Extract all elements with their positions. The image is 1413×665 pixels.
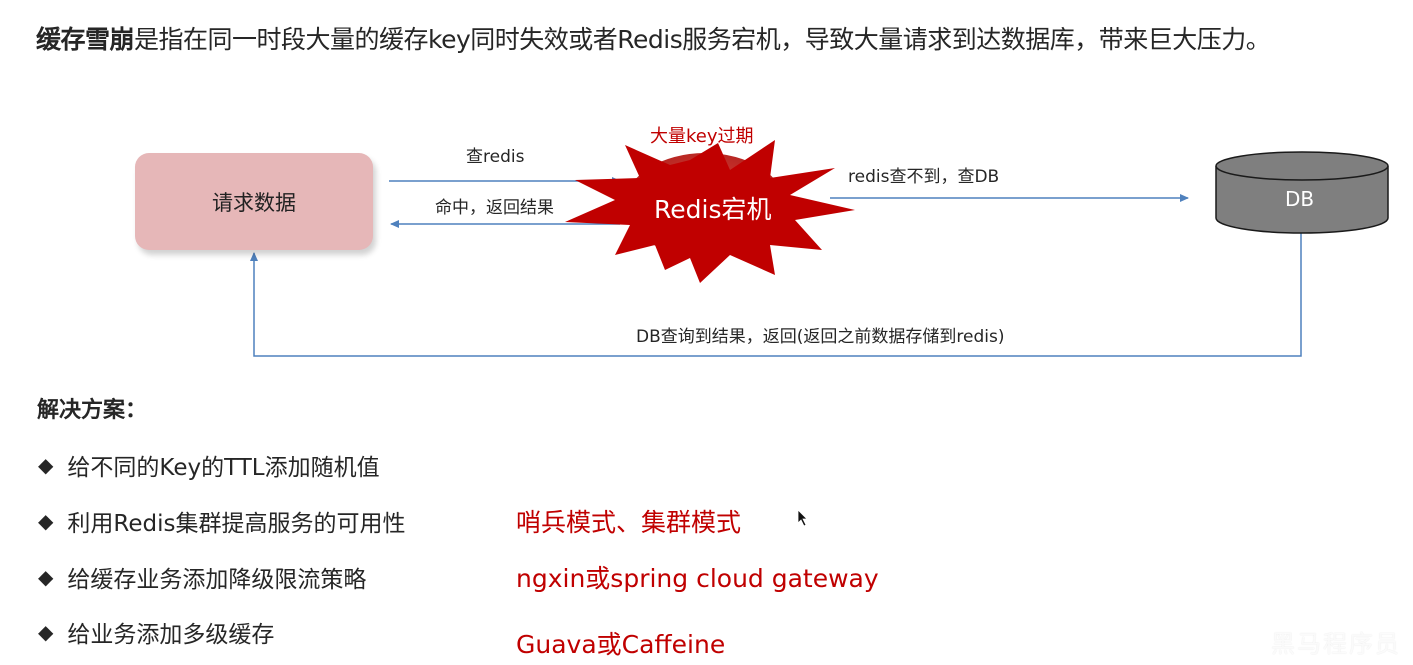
- hit-return-label: 命中，返回结果: [435, 198, 554, 218]
- db-label: DB: [1285, 187, 1315, 211]
- mouse-cursor-icon: [797, 509, 808, 527]
- headline-term: 缓存雪崩: [36, 25, 135, 54]
- solution-note: 哨兵模式、集群模式: [516, 508, 742, 537]
- solution-note: Guava或Caffeine: [516, 630, 726, 659]
- diamond-bullet-icon: ◆: [38, 453, 54, 477]
- redis-down-label: Redis宕机: [654, 195, 772, 224]
- solution-text: 给缓存业务添加降级限流策略: [67, 567, 367, 593]
- diamond-bullet-icon: ◆: [38, 509, 54, 533]
- headline-definition: 是指在同一时段大量的缓存key同时失效或者Redis服务宕机，导致大量请求到达数…: [134, 25, 1271, 54]
- request-data-label: 请求数据: [212, 190, 296, 215]
- solution-note: ngxin或spring cloud gateway: [516, 564, 879, 593]
- arrow-db-return: [250, 232, 1302, 357]
- solution-item: ◆ 给业务添加多级缓存: [38, 615, 274, 649]
- keys-expired-caption: 大量key过期: [650, 126, 754, 147]
- solution-text: 给业务添加多级缓存: [67, 622, 275, 648]
- query-redis-label: 查redis: [466, 147, 525, 167]
- solution-item: ◆ 利用Redis集群提高服务的可用性: [38, 504, 405, 538]
- watermark: 黑马程序员: [1271, 630, 1401, 658]
- query-db-label: redis查不到，查DB: [848, 167, 1000, 187]
- solution-text: 利用Redis集群提高服务的可用性: [67, 511, 406, 537]
- crash-starburst-icon: [565, 140, 855, 283]
- solution-item: ◆ 给缓存业务添加降级限流策略: [38, 560, 366, 594]
- request-data-box: 请求数据: [135, 153, 373, 250]
- db-return-label: DB查询到结果，返回(返回之前数据存储到redis): [636, 327, 1005, 347]
- diamond-bullet-icon: ◆: [38, 565, 54, 589]
- solutions-title: 解决方案：: [37, 398, 148, 423]
- solution-item: ◆ 给不同的Key的TTL添加随机值: [38, 448, 380, 482]
- solution-text: 给不同的Key的TTL添加随机值: [67, 455, 380, 481]
- diamond-bullet-icon: ◆: [38, 620, 54, 644]
- headline: 缓存雪崩是指在同一时段大量的缓存key同时失效或者Redis服务宕机，导致大量请…: [36, 20, 1271, 56]
- diagram-canvas: [250, 140, 1389, 357]
- database-icon: [1215, 151, 1389, 234]
